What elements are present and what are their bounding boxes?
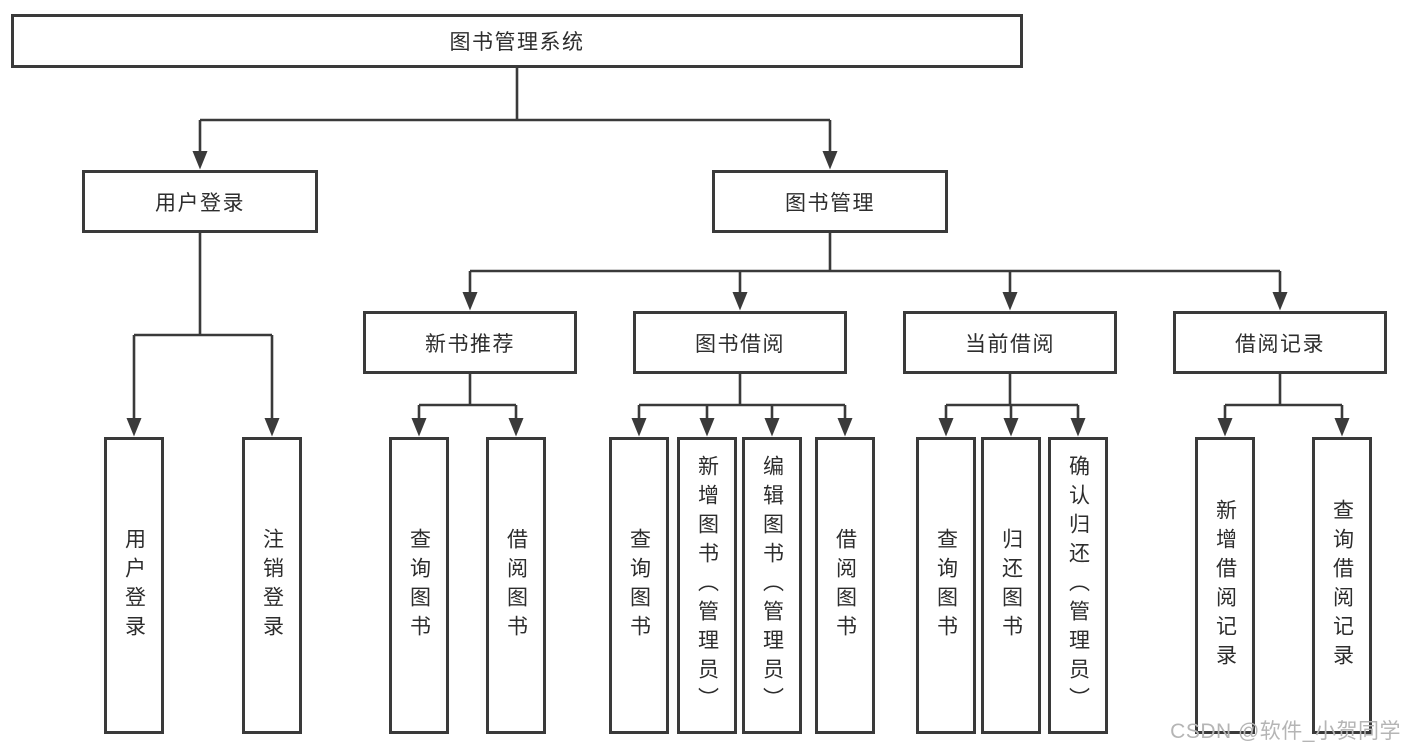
leaf-user-login: 用户登录 [104, 437, 164, 734]
leaf-logout-login: 注销登录 [242, 437, 302, 734]
leaf-label: 借阅图书 [833, 527, 857, 644]
node-borrow-record: 借阅记录 [1173, 311, 1387, 374]
node-user-login: 用户登录 [82, 170, 318, 233]
leaf-label: 查询借阅记录 [1330, 498, 1354, 673]
leaf-label: 新增图书（管理员） [695, 455, 719, 716]
csdn-watermark: CSDN @软件_小贺同学 [1170, 720, 1401, 743]
leaf-label: 借阅图书 [504, 527, 528, 644]
leaf-borrow-books-borrow: 借阅图书 [815, 437, 875, 734]
arrowhead [764, 418, 780, 437]
arrowhead [732, 292, 748, 311]
arrowhead [508, 418, 524, 437]
arrowhead [1070, 418, 1086, 437]
arrowhead [264, 418, 280, 437]
arrowhead [822, 151, 838, 170]
arrowhead [1003, 418, 1019, 437]
arrowhead [837, 418, 853, 437]
node-new-book-recommend: 新书推荐 [363, 311, 577, 374]
leaf-query-books-borrow: 查询图书 [609, 437, 669, 734]
arrowhead [126, 418, 142, 437]
leaf-query-books-recommend: 查询图书 [389, 437, 449, 734]
leaf-query-borrow-record: 查询借阅记录 [1312, 437, 1372, 734]
node-label: 借阅记录 [1235, 332, 1325, 356]
node-current-borrow: 当前借阅 [903, 311, 1117, 374]
arrowhead [1002, 292, 1018, 311]
node-book-management: 图书管理 [712, 170, 948, 233]
node-label: 新书推荐 [425, 332, 515, 356]
leaf-confirm-return-admin: 确认归还（管理员） [1048, 437, 1108, 734]
arrowhead [462, 292, 478, 311]
arrowhead [1217, 418, 1233, 437]
leaf-label: 编辑图书（管理员） [760, 455, 784, 716]
leaf-label: 新增借阅记录 [1213, 498, 1237, 673]
leaf-edit-book-admin: 编辑图书（管理员） [742, 437, 802, 734]
arrowhead [938, 418, 954, 437]
arrowhead [1272, 292, 1288, 311]
leaf-label: 确认归还（管理员） [1066, 455, 1090, 716]
node-root: 图书管理系统 [11, 14, 1023, 68]
node-label: 用户登录 [155, 191, 245, 215]
leaf-borrow-books-recommend: 借阅图书 [486, 437, 546, 734]
arrowhead [699, 418, 715, 437]
leaf-label: 查询图书 [934, 527, 958, 644]
leaf-label: 归还图书 [999, 527, 1023, 644]
leaf-label: 注销登录 [260, 527, 284, 644]
node-book-borrow: 图书借阅 [633, 311, 847, 374]
arrowhead [192, 151, 208, 170]
arrowheads [126, 151, 1350, 437]
connector-path [132, 68, 1344, 419]
node-root-label: 图书管理系统 [449, 31, 585, 54]
leaf-return-book: 归还图书 [981, 437, 1041, 734]
arrowhead [631, 418, 647, 437]
node-label: 当前借阅 [965, 332, 1055, 356]
leaf-query-books-current: 查询图书 [916, 437, 976, 734]
leaf-label: 查询图书 [627, 527, 651, 644]
arrowhead [411, 418, 427, 437]
leaf-add-book-admin: 新增图书（管理员） [677, 437, 737, 734]
node-label: 图书管理 [785, 191, 875, 215]
leaf-add-borrow-record: 新增借阅记录 [1195, 437, 1255, 734]
leaf-label: 用户登录 [122, 527, 146, 644]
node-label: 图书借阅 [695, 332, 785, 356]
arrowhead [1334, 418, 1350, 437]
leaf-label: 查询图书 [407, 527, 431, 644]
